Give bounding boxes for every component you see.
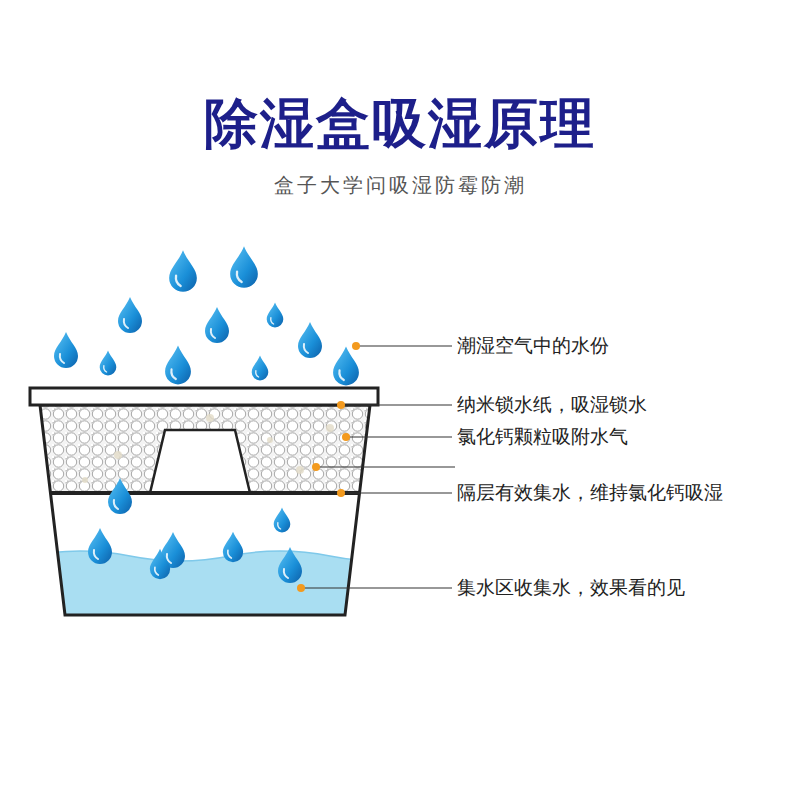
lock-water-paper	[30, 388, 378, 405]
center-opening	[150, 430, 250, 493]
diagram-caption: 盒子大学问吸湿防霉防潮	[274, 172, 527, 199]
diagram-title: 除湿盒吸湿原理	[204, 88, 596, 161]
callout-label: 纳米锁水纸，吸湿锁水	[455, 392, 649, 418]
leader-lines	[301, 346, 455, 588]
callout-label: 氯化钙颗粒吸附水气	[455, 424, 630, 450]
leader-dots	[297, 342, 360, 592]
water-drops	[54, 246, 359, 583]
callout-label: 潮湿空气中的水份	[455, 333, 611, 359]
callout-label: 集水区收集水，效果看的见	[455, 575, 687, 601]
granule-chamber	[40, 405, 370, 493]
divider-layer	[51, 491, 360, 495]
callout-label: 隔层有效集水，维持氯化钙吸湿	[455, 480, 725, 506]
box-outline	[40, 405, 370, 615]
